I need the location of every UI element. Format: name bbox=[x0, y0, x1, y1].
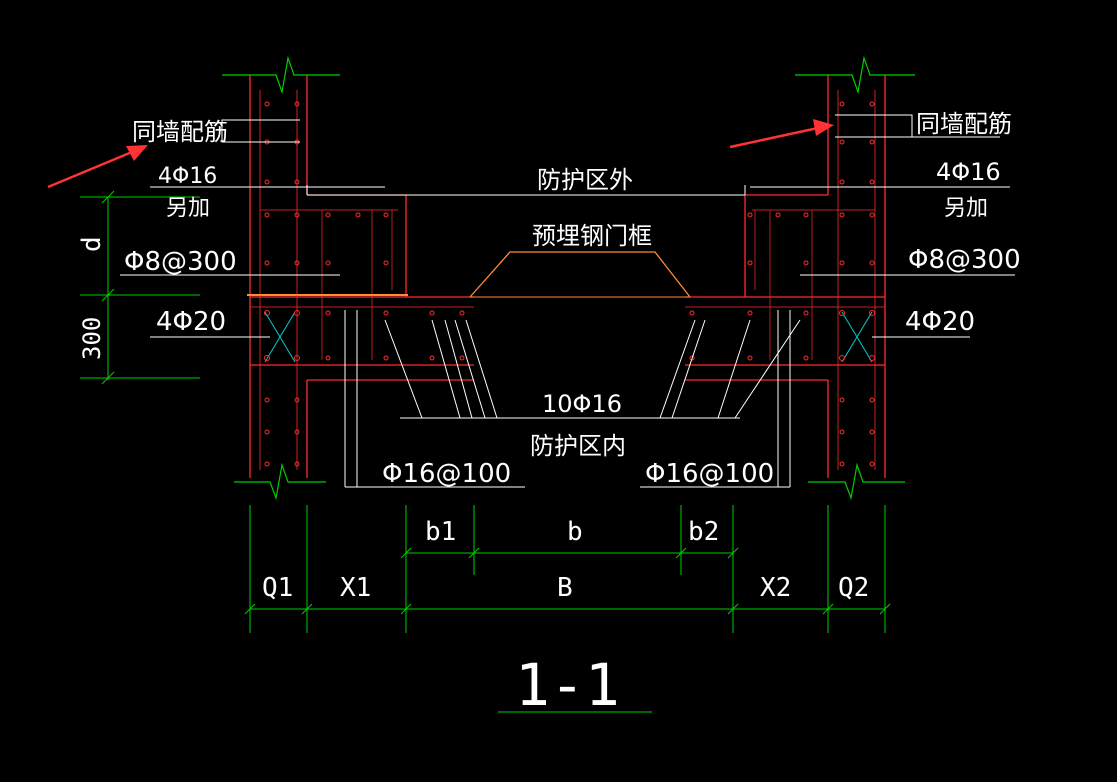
label-leaders bbox=[120, 114, 1015, 338]
left-wall-break-top bbox=[222, 55, 340, 95]
label-extra-bars-left-qty: 4Φ16 bbox=[158, 164, 217, 189]
label-corner-bars-right: 4Φ20 bbox=[905, 307, 975, 337]
section-title: 1-1 bbox=[515, 651, 620, 719]
red-arrow-left bbox=[47, 145, 148, 189]
label-bottom-dist-left: Φ16@100 bbox=[382, 459, 511, 489]
dim-B: B bbox=[557, 573, 573, 603]
label-corner-bars-left: 4Φ20 bbox=[156, 307, 226, 337]
right-wall-break-bottom bbox=[808, 462, 905, 501]
label-bottom-dist-right: Φ16@100 bbox=[645, 459, 774, 489]
label-inside-zone: 防护区内 bbox=[530, 432, 626, 460]
opening-outline bbox=[306, 185, 791, 488]
rebar-dots bbox=[264, 101, 875, 467]
label-extra-bars-left-note: 另加 bbox=[166, 196, 210, 221]
right-wall bbox=[685, 75, 886, 478]
dim-b1: b1 bbox=[425, 517, 456, 547]
dim-Q1: Q1 bbox=[262, 573, 293, 603]
label-extra-bars-right-note: 另加 bbox=[944, 196, 988, 221]
label-stirrup-right: Φ8@300 bbox=[908, 245, 1021, 275]
label-embedded-frame: 预埋钢门框 bbox=[532, 222, 652, 250]
bottom-bar-leaders bbox=[384, 319, 801, 419]
dim-d: d bbox=[77, 236, 107, 252]
dim-b2: b2 bbox=[688, 517, 719, 547]
embedded-door-frame bbox=[469, 251, 691, 298]
dim-X1: X1 bbox=[340, 573, 371, 603]
dimension-lines bbox=[80, 190, 891, 713]
dim-X2: X2 bbox=[760, 573, 791, 603]
dim-Q2: Q2 bbox=[838, 573, 869, 603]
label-extra-bars-right-qty: 4Φ16 bbox=[936, 158, 1001, 186]
dim-300: 300 bbox=[78, 317, 106, 360]
label-stirrup-left: Φ8@300 bbox=[124, 247, 237, 277]
label-outside-zone: 防护区外 bbox=[537, 166, 633, 194]
red-arrow-right bbox=[729, 119, 834, 149]
right-wall-break-top bbox=[795, 55, 915, 95]
dim-b: b bbox=[567, 517, 583, 547]
label-bottom-bars: 10Φ16 bbox=[542, 390, 622, 418]
left-wall-break-bottom bbox=[234, 462, 326, 501]
label-wall-rebar-left: 同墙配筋 bbox=[132, 118, 228, 146]
corner-links bbox=[264, 311, 873, 363]
label-wall-rebar-right: 同墙配筋 bbox=[916, 110, 1012, 138]
